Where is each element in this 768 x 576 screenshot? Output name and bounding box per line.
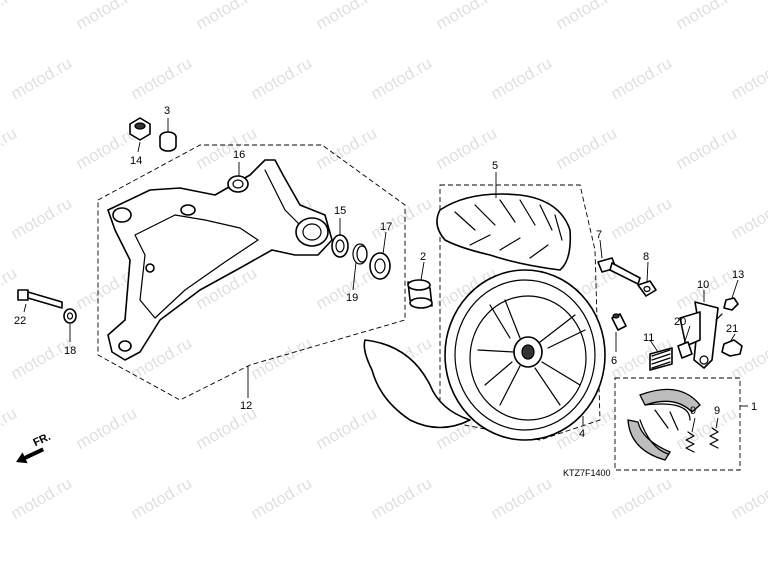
callout-11: 11 <box>643 332 654 344</box>
watermark-text: motod.ru <box>193 0 261 33</box>
watermark-text: motod.ru <box>368 193 436 243</box>
watermark-text: motod.ru <box>553 0 621 33</box>
watermark-text: motod.ru <box>0 0 20 33</box>
callout-14: 14 <box>130 155 142 167</box>
watermark-text: motod.ru <box>368 473 436 523</box>
washer-part-18 <box>63 308 77 324</box>
watermark-text: motod.ru <box>8 193 76 243</box>
callout-21: 21 <box>726 323 738 335</box>
callout-22: 22 <box>14 315 26 327</box>
callout-2: 2 <box>420 251 426 263</box>
watermark-text: motod.ru <box>608 333 676 383</box>
watermark-text: motod.ru <box>673 403 741 453</box>
watermark-text: motod.ru <box>8 333 76 383</box>
watermark-text: motod.ru <box>248 473 316 523</box>
watermark-text: motod.ru <box>553 123 621 173</box>
watermark-text: motod.ru <box>73 0 141 33</box>
front-arrow-icon <box>16 447 45 464</box>
wheel-part-4 <box>444 269 606 441</box>
wheel-group-outline <box>439 184 601 441</box>
callout-6: 6 <box>611 355 617 367</box>
brake-cam-part-7 <box>597 257 641 285</box>
watermark-text: motod.ru <box>608 53 676 103</box>
watermark-text: motod.ru <box>313 123 381 173</box>
callout-15: 15 <box>334 205 346 217</box>
swingarm-group-outline <box>97 144 406 401</box>
diagram-code: KTZ7F1400 <box>563 468 611 478</box>
swingarm-part-12 <box>107 159 333 361</box>
watermark-text: motod.ru <box>193 123 261 173</box>
watermark-text: motod.ru <box>608 473 676 523</box>
collar-part-3 <box>159 131 177 152</box>
callout-18: 18 <box>64 345 76 357</box>
callout-10: 10 <box>697 279 709 291</box>
shoe-spring-part-9b <box>709 427 719 449</box>
watermark-text: motod.ru <box>488 473 556 523</box>
watermark-text: motod.ru <box>368 53 436 103</box>
front-marker-label: FR. <box>31 431 52 449</box>
watermark-text: motod.ru <box>248 333 316 383</box>
front-direction-marker: FR. <box>16 431 53 464</box>
leader-lines <box>23 118 739 433</box>
watermark-text: motod.ru <box>313 0 381 33</box>
callout-16: 16 <box>233 149 245 161</box>
watermark-text: motod.ru <box>488 53 556 103</box>
valve-part-6 <box>611 313 627 331</box>
watermark-text: motod.ru <box>248 53 316 103</box>
callout-9b: 9 <box>714 405 720 417</box>
callout-9a: 9 <box>690 405 696 417</box>
watermark-text: motod.ru <box>673 123 741 173</box>
watermark-text: motod.ru <box>0 123 20 173</box>
circlip-part-19 <box>352 243 368 265</box>
watermark-text: motod.ru <box>433 0 501 33</box>
callout-12: 12 <box>240 400 252 412</box>
watermark-text: motod.ru <box>73 403 141 453</box>
watermark-text: motod.ru <box>728 193 768 243</box>
callout-1: 1 <box>751 401 757 413</box>
callout-7: 7 <box>596 229 602 241</box>
bolt-part-13 <box>715 297 739 321</box>
callout-19: 19 <box>346 292 358 304</box>
callout-20: 20 <box>674 316 686 328</box>
watermark-text: motod.ru <box>128 473 196 523</box>
callout-3: 3 <box>164 105 170 117</box>
watermark-text: motod.ru <box>8 53 76 103</box>
nut-part-21 <box>721 339 743 357</box>
watermark-text: motod.ru <box>313 403 381 453</box>
brake-group-outline <box>614 377 741 471</box>
callout-5: 5 <box>492 160 498 172</box>
oil-seal-part-16 <box>227 175 249 193</box>
callout-labels: 3 14 16 15 17 19 2 5 22 18 12 7 8 10 13 … <box>14 105 757 440</box>
watermark-text: motod.ru <box>728 473 768 523</box>
nut-part-14 <box>129 117 151 141</box>
watermark-text: motod.ru <box>433 123 501 173</box>
callout-4: 4 <box>579 428 585 440</box>
watermark-text: motod.ru <box>608 193 676 243</box>
spacer-part-2 <box>407 279 433 309</box>
bolt-part-22 <box>17 289 63 309</box>
tire-part-5 <box>363 193 572 429</box>
shoe-spring-part-9a <box>685 431 695 453</box>
watermark-text: motod.ru <box>8 473 76 523</box>
bearing-part-15 <box>331 234 349 258</box>
spring-part-11 <box>649 347 673 371</box>
dust-seal-part-17 <box>369 252 391 280</box>
brake-arm-part-10 <box>679 301 719 369</box>
watermark-text: motod.ru <box>0 263 20 313</box>
watermark-text: motod.ru <box>673 0 741 33</box>
watermark-text: motod.ru <box>0 403 20 453</box>
watermark-text: motod.ru <box>728 53 768 103</box>
callout-13: 13 <box>732 269 744 281</box>
callout-8: 8 <box>643 251 649 263</box>
callout-17: 17 <box>380 221 392 233</box>
brake-shoes-part-1 <box>627 388 701 461</box>
watermark-text: motod.ru <box>128 53 196 103</box>
indicator-part-8 <box>637 280 657 297</box>
